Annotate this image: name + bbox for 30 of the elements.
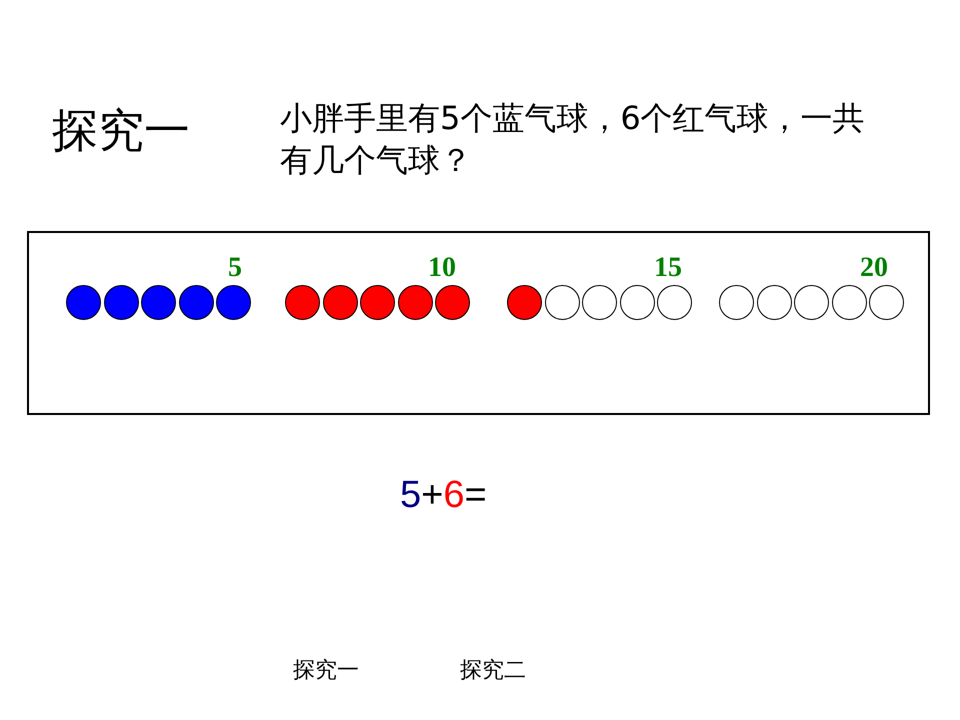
counting-frame bbox=[27, 231, 930, 415]
bead bbox=[507, 285, 542, 320]
bead bbox=[582, 285, 617, 320]
bead bbox=[322, 285, 358, 320]
bead bbox=[719, 285, 754, 320]
bead bbox=[66, 285, 101, 320]
bead bbox=[756, 285, 792, 320]
nav-link: 探究一 bbox=[293, 657, 359, 685]
number-label: 10 bbox=[428, 252, 456, 284]
heading: 探究一 bbox=[52, 102, 190, 159]
bead bbox=[832, 285, 866, 320]
bead bbox=[104, 285, 138, 320]
number-label: 15 bbox=[654, 252, 682, 284]
bead bbox=[360, 285, 395, 320]
bead bbox=[620, 285, 654, 320]
nav-link: 探究二 bbox=[460, 657, 526, 685]
bead bbox=[216, 285, 251, 320]
number-label: 20 bbox=[860, 252, 888, 284]
bead bbox=[544, 285, 580, 320]
bead bbox=[435, 285, 470, 320]
bead bbox=[869, 285, 904, 320]
bead bbox=[657, 285, 692, 320]
equation: 5+6= bbox=[400, 474, 487, 517]
number-label: 5 bbox=[228, 252, 242, 284]
bead bbox=[141, 285, 176, 320]
bead bbox=[398, 285, 432, 320]
problem-text: 小胖手里有5个蓝气球，6个红气球，一共有几个气球？ bbox=[280, 98, 865, 181]
bead bbox=[285, 285, 320, 320]
bead bbox=[178, 285, 214, 320]
bead bbox=[794, 285, 829, 320]
